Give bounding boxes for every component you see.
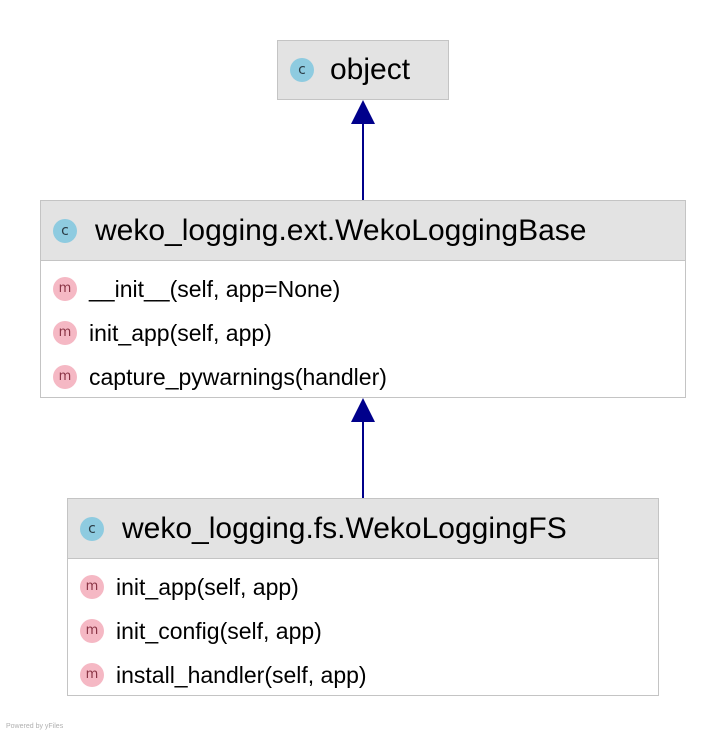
method-item[interactable]: m __init__(self, app=None) [41,267,685,311]
method-icon: m [53,321,77,345]
class-node-object[interactable]: c object [277,40,449,100]
method-item[interactable]: m init_config(self, app) [68,609,658,653]
method-icon: m [53,277,77,301]
method-list: m __init__(self, app=None) m init_app(se… [41,261,685,405]
method-label: init_config(self, app) [116,617,322,644]
method-label: capture_pywarnings(handler) [89,363,387,390]
class-header: c weko_logging.fs.WekoLoggingFS [68,499,658,559]
method-icon: m [80,619,104,643]
class-icon: c [80,516,104,541]
class-node-wekologgingfs[interactable]: c weko_logging.fs.WekoLoggingFS m init_a… [67,498,659,696]
edge-base-to-object [351,100,375,200]
method-item[interactable]: m init_app(self, app) [68,565,658,609]
method-label: __init__(self, app=None) [89,275,341,302]
method-label: init_app(self, app) [89,319,272,346]
class-header: c weko_logging.ext.WekoLoggingBase [41,201,685,261]
class-name: weko_logging.ext.WekoLoggingBase [95,213,587,247]
class-name: object [330,53,411,86]
class-node-wekologgingbase[interactable]: c weko_logging.ext.WekoLoggingBase m __i… [40,200,686,398]
class-name: weko_logging.fs.WekoLoggingFS [122,511,567,545]
method-item[interactable]: m capture_pywarnings(handler) [41,355,685,399]
method-list: m init_app(self, app) m init_config(self… [68,559,658,703]
method-label: init_app(self, app) [116,573,299,600]
class-icon: c [53,218,77,243]
method-label: install_handler(self, app) [116,661,367,688]
class-icon: c [290,58,314,82]
method-icon: m [53,365,77,389]
class-header: c object [278,41,448,99]
method-item[interactable]: m install_handler(self, app) [68,653,658,697]
inheritance-arrowhead [351,398,375,422]
method-icon: m [80,663,104,687]
inheritance-arrowhead [351,100,375,124]
method-item[interactable]: m init_app(self, app) [41,311,685,355]
method-icon: m [80,575,104,599]
powered-by-note: Powered by yFiles [6,723,64,730]
edge-fs-to-base [351,398,375,498]
